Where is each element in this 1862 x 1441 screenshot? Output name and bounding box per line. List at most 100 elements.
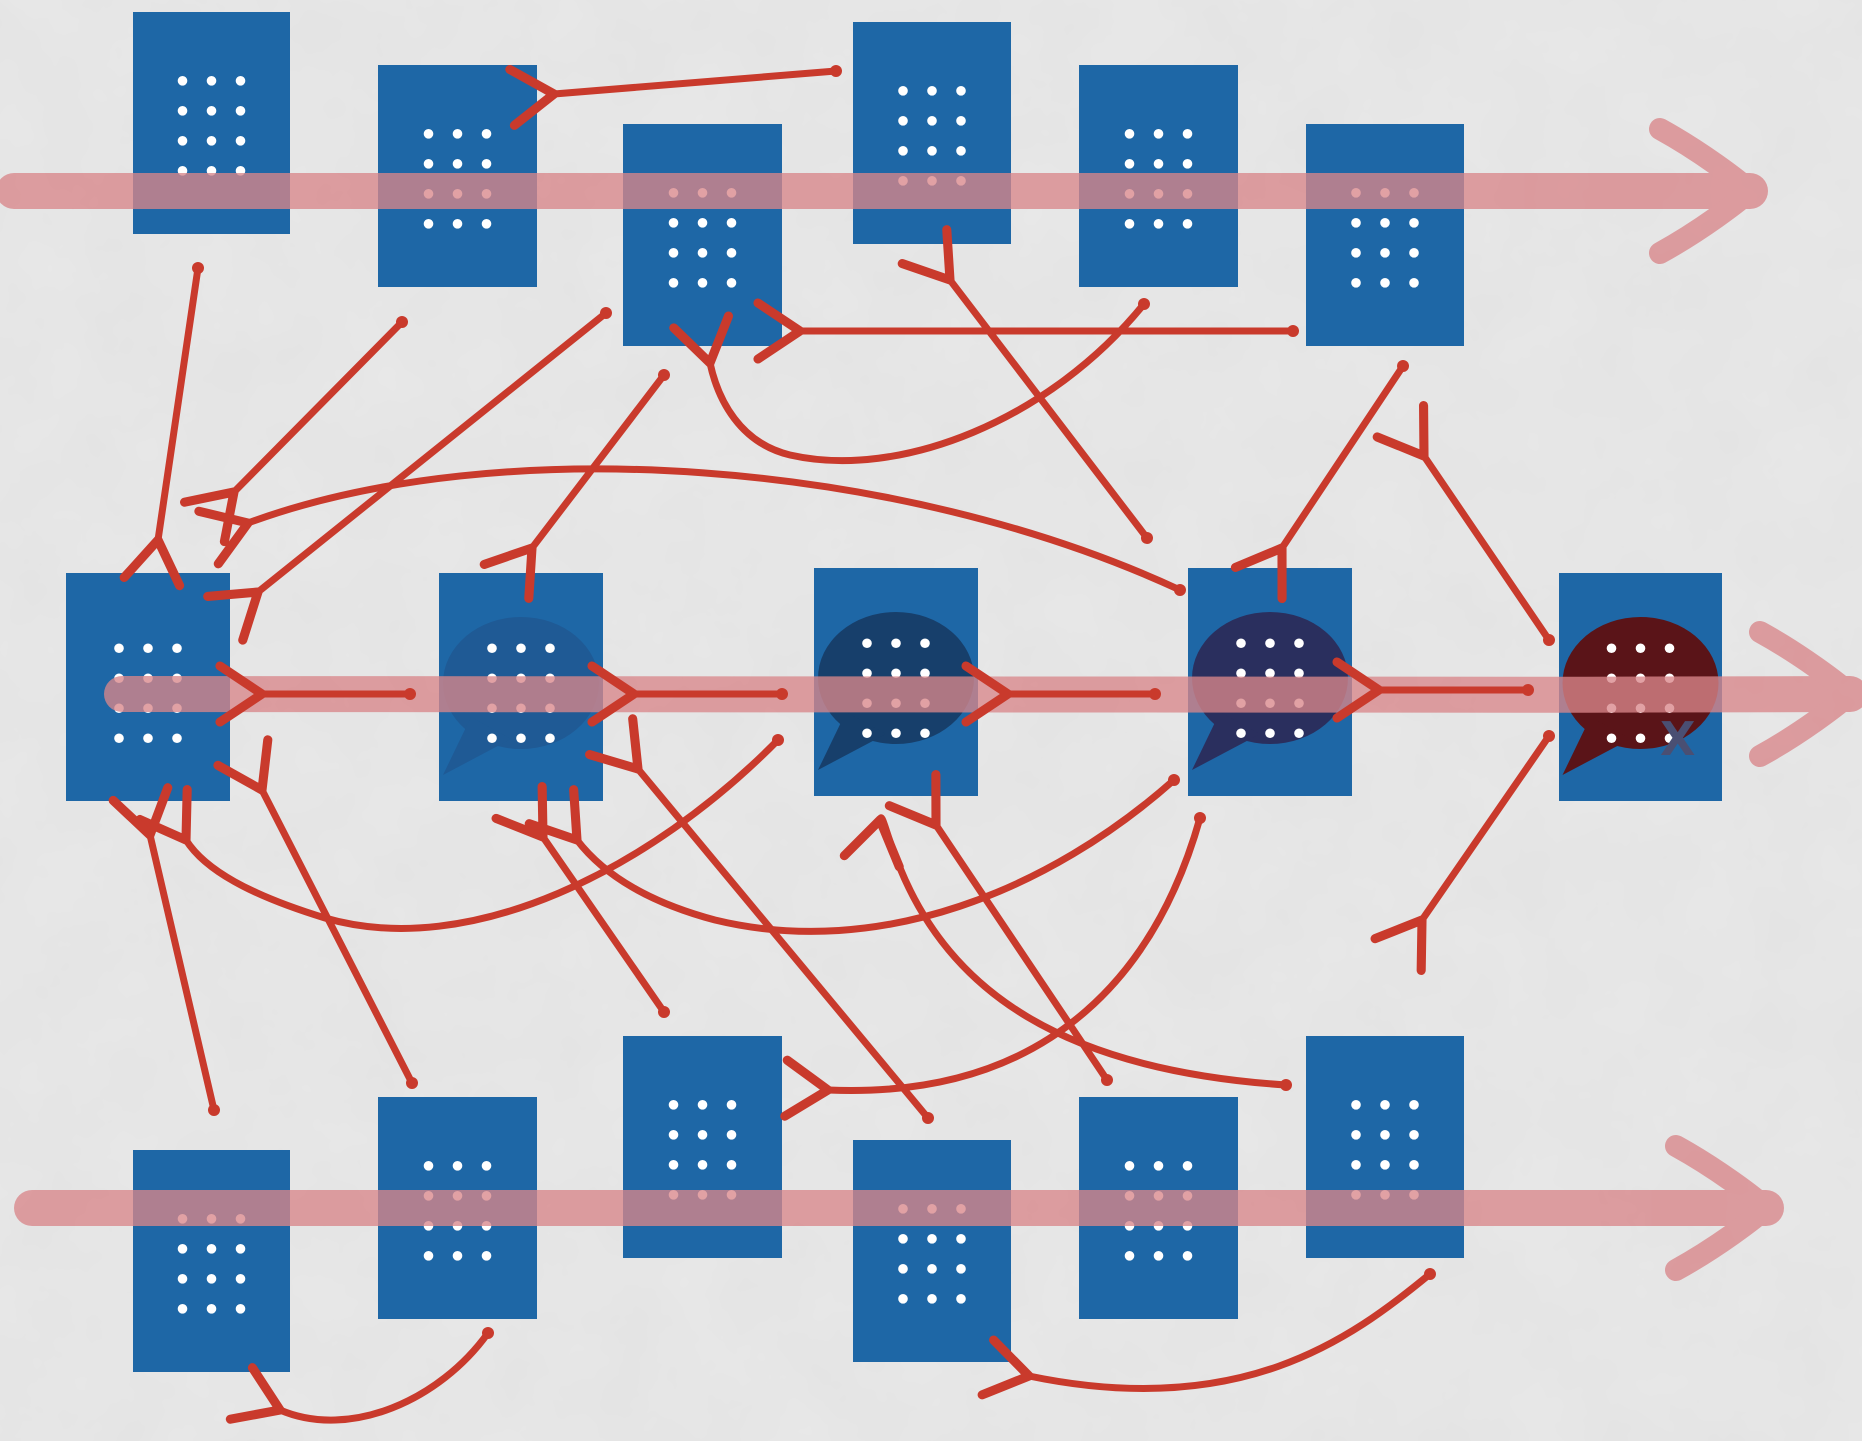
arrow-start-dot xyxy=(1424,1268,1436,1280)
grid-dot xyxy=(927,1294,937,1304)
flow-arrow-20 xyxy=(491,781,668,1016)
grid-dot xyxy=(1236,638,1246,649)
arrow-start-dot xyxy=(658,369,670,381)
grid-dot xyxy=(206,1304,217,1314)
grid-dot xyxy=(1153,159,1164,169)
grid-dot xyxy=(726,1160,737,1170)
grid-dot xyxy=(545,733,555,744)
card-t4 xyxy=(853,22,1011,244)
grid-dot xyxy=(235,136,246,146)
card-b1 xyxy=(133,1150,290,1372)
cards-layer xyxy=(66,12,1722,1372)
grid-dot xyxy=(668,1100,679,1110)
flow-arrow-22 xyxy=(884,769,1111,1084)
flow-arrow-25 xyxy=(213,735,416,1087)
x-mark-label: X xyxy=(1660,712,1696,766)
grid-dot xyxy=(956,116,966,126)
card-body xyxy=(853,22,1011,244)
flow-arrow-18 xyxy=(524,776,1178,935)
grid-dot xyxy=(697,248,708,258)
grid-dot xyxy=(481,1251,492,1261)
grid-dot xyxy=(898,116,908,126)
card-b4 xyxy=(853,1140,1011,1362)
arrow-start-dot xyxy=(396,316,408,328)
flow-arrow-6 xyxy=(479,371,668,603)
grid-dot xyxy=(920,728,930,739)
grid-dot xyxy=(423,219,434,229)
grid-dot xyxy=(891,668,901,679)
grid-dot xyxy=(177,76,188,86)
grid-dot xyxy=(1124,129,1135,139)
flow-arrow-24 xyxy=(108,783,218,1114)
flow-arrow-4 xyxy=(203,309,610,645)
arrow-start-dot xyxy=(1149,688,1161,700)
grid-dot xyxy=(114,643,124,654)
grid-dot xyxy=(1635,733,1646,744)
grid-dot xyxy=(1265,728,1275,739)
arrows-layer xyxy=(108,64,1555,1424)
grid-dot xyxy=(898,1294,908,1304)
grid-dot xyxy=(1351,218,1361,228)
card-t6 xyxy=(1306,124,1464,346)
grid-dot xyxy=(1351,1100,1361,1110)
grid-dot xyxy=(697,1160,708,1170)
grid-dot xyxy=(1409,248,1419,258)
arrow-start-dot xyxy=(208,1104,220,1116)
grid-dot xyxy=(1124,1251,1135,1261)
grid-dot xyxy=(1153,219,1164,229)
card-body xyxy=(1306,124,1464,346)
arrow-start-dot xyxy=(1138,298,1150,310)
grid-dot xyxy=(956,86,966,96)
grid-dot xyxy=(956,146,966,156)
grid-dot xyxy=(726,218,737,228)
grid-dot xyxy=(423,129,434,139)
grid-dot xyxy=(668,1130,679,1140)
grid-dot xyxy=(927,146,937,156)
grid-dot xyxy=(1409,1100,1419,1110)
grid-dot xyxy=(1606,733,1617,744)
grid-dot xyxy=(452,129,463,139)
grid-dot xyxy=(898,86,908,96)
grid-dot xyxy=(177,136,188,146)
grid-dot xyxy=(697,1130,708,1140)
grid-dot xyxy=(1182,159,1193,169)
grid-dot xyxy=(898,1264,908,1274)
grid-dot xyxy=(481,159,492,169)
grid-dot xyxy=(697,278,708,288)
arrow-start-dot xyxy=(1141,532,1153,544)
grid-dot xyxy=(177,1304,188,1314)
grid-dot xyxy=(697,218,708,228)
card-body xyxy=(853,1140,1011,1362)
grid-dot xyxy=(1294,638,1304,649)
arrow-start-dot xyxy=(406,1077,418,1089)
grid-dot xyxy=(487,733,497,744)
flow-arrow-1 xyxy=(505,64,840,130)
grid-dot xyxy=(1409,1160,1419,1170)
flow-arrow-3 xyxy=(180,318,406,547)
grid-dot xyxy=(1294,728,1304,739)
arrow-start-dot xyxy=(658,1006,670,1018)
grid-dot xyxy=(177,1244,188,1254)
grid-dot xyxy=(206,76,217,86)
flow-arrow-23 xyxy=(839,814,1290,1089)
grid-dot xyxy=(1664,733,1675,744)
card-t3 xyxy=(623,124,782,346)
grid-dot xyxy=(726,248,737,258)
grid-dot xyxy=(862,728,872,739)
arrow-start-dot xyxy=(776,688,788,700)
grid-dot xyxy=(1380,1130,1390,1140)
grid-dot xyxy=(423,159,434,169)
grid-dot xyxy=(927,1264,937,1274)
grid-dot xyxy=(1351,248,1361,258)
grid-dot xyxy=(235,1304,246,1314)
grid-dot xyxy=(1380,1160,1390,1170)
grid-dot xyxy=(1380,218,1390,228)
grid-dot xyxy=(235,106,246,116)
bottom-timeline xyxy=(14,1135,1784,1281)
grid-dot xyxy=(891,638,901,649)
grid-dot xyxy=(452,1161,463,1171)
grid-dot xyxy=(1664,643,1675,654)
grid-dot xyxy=(143,733,153,744)
grid-dot xyxy=(423,1251,434,1261)
